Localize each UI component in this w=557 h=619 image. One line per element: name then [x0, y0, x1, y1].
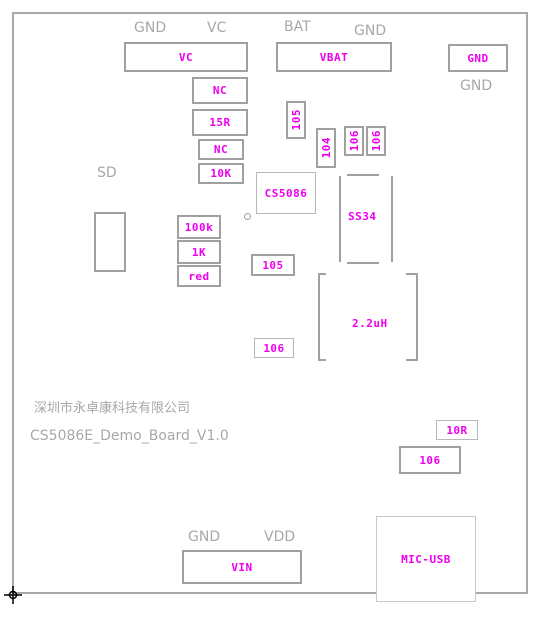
vin-connector-label: VIN — [231, 560, 253, 574]
capacitor-106-a[interactable]: 106 — [344, 126, 364, 156]
nc-component-2-label: NC — [213, 143, 229, 156]
board-name: CS5086E_Demo_Board_V1.0 — [30, 428, 229, 444]
resistor-100k[interactable]: 100k — [177, 215, 221, 239]
diode-ss34-label: SS34 — [348, 210, 377, 223]
inductor-2-2uh[interactable] — [318, 273, 418, 361]
cs5086-ic[interactable]: CS5086 — [256, 172, 316, 214]
capacitor-105-mid[interactable]: 105 — [251, 254, 295, 276]
capacitor-106-bottom[interactable]: 106 — [399, 446, 461, 474]
nc-component-2[interactable]: NC — [198, 139, 244, 160]
nc-component-1[interactable]: NC — [192, 77, 248, 104]
pcb-board-outline — [12, 12, 528, 594]
capacitor-104-label: 104 — [319, 137, 333, 159]
label-gnd-vin: GND — [188, 529, 221, 545]
label-gnd-vc-header: GND — [134, 20, 167, 36]
resistor-100k-label: 100k — [184, 220, 214, 234]
led-red-label: red — [188, 269, 210, 283]
resistor-10r[interactable]: 10R — [436, 420, 478, 440]
capacitor-106-b-label: 106 — [369, 130, 383, 152]
capacitor-105-top-label: 105 — [289, 109, 303, 131]
micro-usb-label: MIC-USB — [401, 552, 451, 566]
micro-usb-connector[interactable]: MIC-USB — [376, 516, 476, 602]
label-sd: SD — [97, 165, 117, 181]
capacitor-105-top[interactable]: 105 — [286, 101, 306, 139]
capacitor-106-mid[interactable]: 106 — [254, 338, 294, 358]
vc-connector-label: VC — [178, 50, 194, 64]
label-gnd-bat-header: GND — [354, 23, 387, 39]
vbat-connector[interactable]: VBAT — [276, 42, 392, 72]
capacitor-106-b[interactable]: 106 — [366, 126, 386, 156]
pin1-marker-icon — [244, 213, 251, 220]
vbat-connector-label: VBAT — [319, 50, 349, 64]
resistor-1k-label: 1K — [191, 245, 207, 259]
inductor-corner-tr — [406, 273, 416, 275]
capacitor-106-mid-label: 106 — [263, 341, 285, 355]
resistor-15r[interactable]: 15R — [192, 109, 248, 136]
diode-top-edge — [347, 174, 379, 176]
resistor-15r-label: 15R — [209, 116, 231, 129]
resistor-10k-label: 10K — [210, 167, 232, 180]
capacitor-106-a-label: 106 — [347, 130, 361, 152]
label-vc-header: VC — [207, 20, 227, 36]
diode-bottom-edge — [347, 262, 379, 264]
company-name: 深圳市永卓康科技有限公司 — [34, 401, 191, 416]
resistor-1k[interactable]: 1K — [177, 240, 221, 264]
led-red[interactable]: red — [177, 265, 221, 287]
cs5086-ic-label: CS5086 — [264, 186, 308, 200]
capacitor-105-mid-label: 105 — [262, 258, 284, 272]
inductor-corner-bl — [318, 359, 326, 361]
capacitor-104[interactable]: 104 — [316, 128, 336, 168]
inductor-corner-tl — [318, 273, 326, 275]
resistor-10r-label: 10R — [446, 423, 468, 437]
sd-footprint[interactable] — [94, 212, 126, 272]
label-bat-header: BAT — [284, 19, 311, 35]
gnd-pad-label: GND — [467, 51, 489, 65]
inductor-label: 2.2uH — [352, 317, 388, 330]
nc-component-1-label: NC — [212, 84, 228, 97]
vc-connector[interactable]: VC — [124, 42, 248, 72]
label-vdd-vin: VDD — [264, 529, 296, 545]
vin-connector[interactable]: VIN — [182, 550, 302, 584]
resistor-10k[interactable]: 10K — [198, 163, 244, 184]
diode-ss34[interactable] — [339, 176, 393, 262]
inductor-corner-br — [406, 359, 416, 361]
gnd-pad[interactable]: GND — [448, 44, 508, 72]
origin-crosshair-icon — [4, 586, 22, 604]
capacitor-106-bottom-label: 106 — [419, 453, 441, 467]
label-gnd-pad: GND — [460, 78, 493, 94]
